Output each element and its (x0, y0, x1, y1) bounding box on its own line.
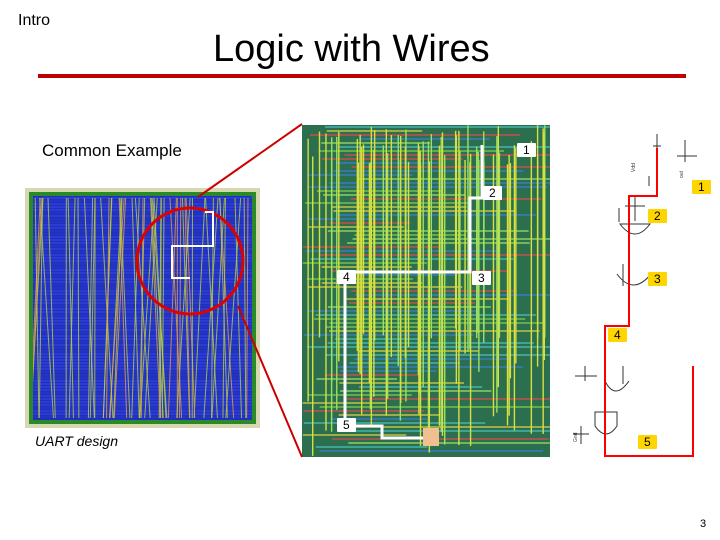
schematic-point-2: 2 (648, 209, 667, 223)
overview-wire-path (171, 211, 214, 279)
gate-schematic: Vdd out Gnd (573, 134, 697, 457)
caption-common-example: Common Example (42, 141, 182, 160)
svg-text:out: out (679, 170, 685, 178)
wire-endpoint-pad (423, 428, 439, 446)
schematic-signal-path (604, 148, 694, 457)
caption-uart-design: UART design (35, 433, 119, 449)
wire-point-5: 5 (337, 418, 356, 432)
schematic-point-3: 3 (648, 272, 667, 286)
routing-zoom-view (302, 125, 550, 457)
zoom-wire-path (343, 145, 484, 440)
wire-point-4: 4 (337, 270, 356, 284)
wire-point-3: 3 (472, 271, 491, 285)
schematic-point-1: 1 (692, 180, 711, 194)
slide-title: Logic with Wires (213, 28, 490, 70)
wire-point-1: 1 (517, 143, 536, 157)
highlight-circle (135, 206, 245, 316)
schematic-point-4: 4 (608, 328, 627, 342)
svg-text:Gnd: Gnd (573, 432, 579, 442)
slide-number: 3 (700, 518, 707, 530)
wire-point-2: 2 (483, 186, 502, 200)
title-underline (38, 74, 686, 78)
svg-text:Vdd: Vdd (631, 163, 637, 172)
schematic-point-5: 5 (638, 435, 657, 449)
section-label: Intro (18, 12, 51, 29)
